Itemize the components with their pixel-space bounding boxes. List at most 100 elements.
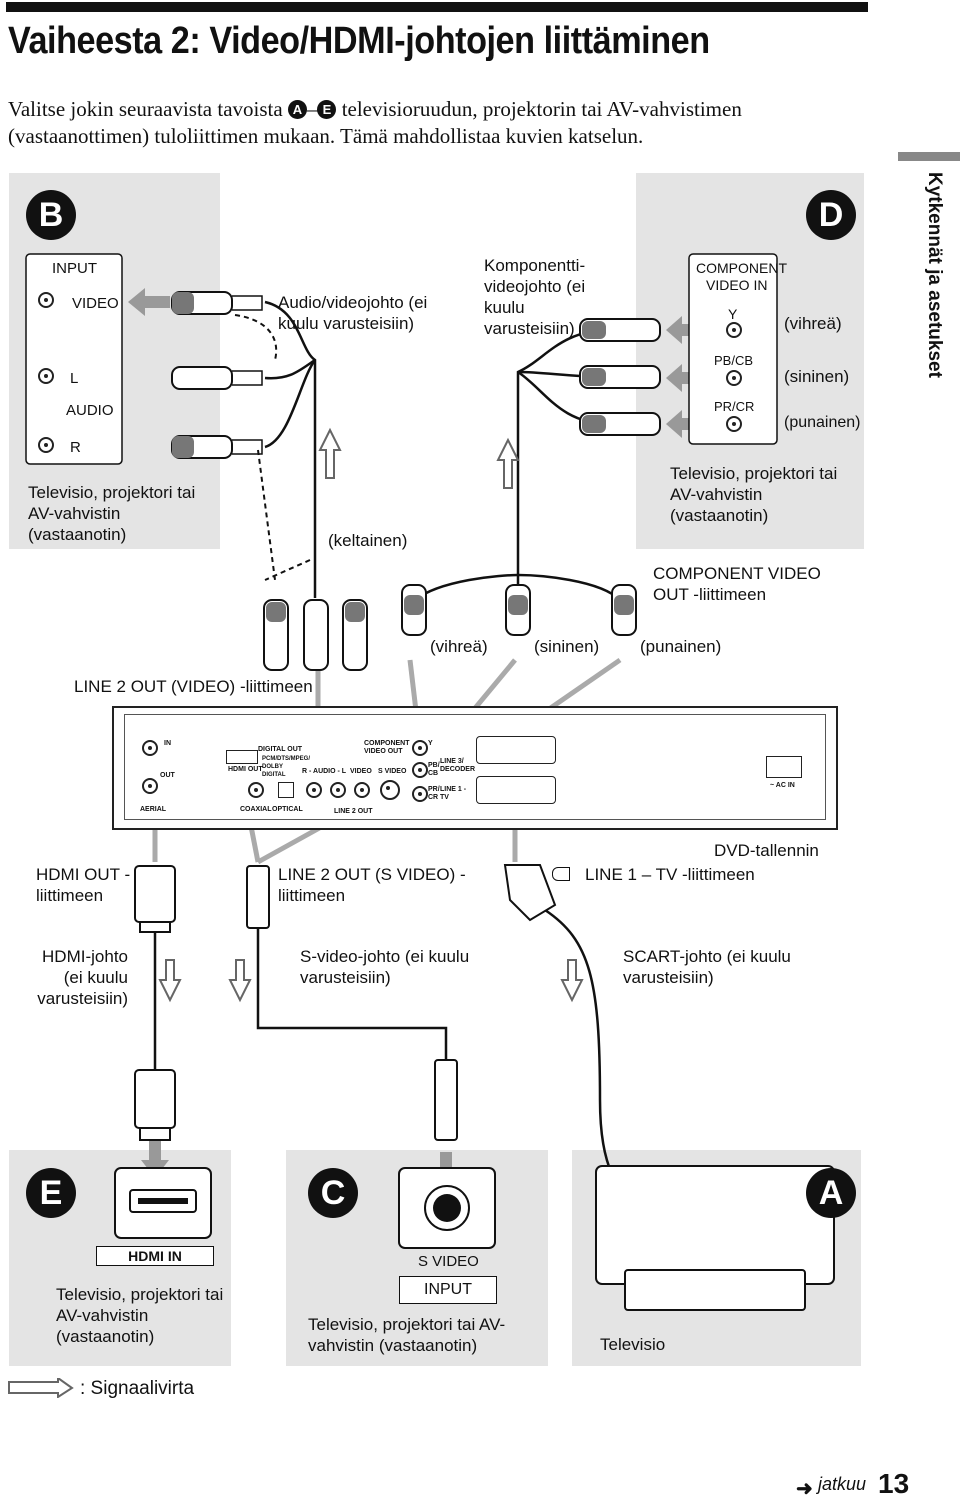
side-tab-label: Kytkennät ja asetukset <box>924 172 945 378</box>
panel-e-device: Televisio, projektori tai AV-vahvistin (… <box>56 1285 224 1346</box>
panel-b-input-label: INPUT <box>52 260 97 277</box>
intro-dash: – <box>306 97 318 121</box>
av-cable-red <box>264 359 317 449</box>
hdmi-cable-label: HDMI-johto (ei kuulu varusteisiin) <box>37 947 128 1008</box>
scart-cable-label: SCART-johto (ei kuulu varusteisiin) <box>623 947 791 987</box>
svideo-in-label: S VIDEO <box>418 1253 479 1270</box>
panel-d-y-label: Y <box>728 306 738 322</box>
hdmi-out-port[interactable] <box>226 750 258 764</box>
panel-d-video-in-label: VIDEO IN <box>706 277 768 293</box>
scart-icon <box>552 867 570 881</box>
line2-video-label: LINE 2 OUT (VIDEO) -liittimeen <box>74 677 313 696</box>
panel-b-right-label: R <box>70 439 81 456</box>
audio-r-jack <box>38 437 54 453</box>
dvd-rear-inner <box>124 714 826 820</box>
component-y-jack <box>726 322 742 338</box>
side-tab-bar <box>898 152 960 161</box>
line2-svideo-jack[interactable] <box>380 780 400 800</box>
optical-port[interactable] <box>278 782 294 798</box>
method-a-marker: A <box>287 100 307 119</box>
aerial-out-label: OUT <box>160 772 175 779</box>
panel-b-badge: B <box>26 190 76 240</box>
plug-green-label: (vihreä) <box>430 637 488 656</box>
line2-out-label: LINE 2 OUT <box>334 808 373 815</box>
aerial-in-label: IN <box>164 740 171 747</box>
svideo-cable-label: S-video-johto (ei kuulu varusteisiin) <box>300 947 470 987</box>
legend-label: : Signaalivirta <box>80 1378 195 1399</box>
panel-d-pb-label: PB/CB <box>714 353 754 368</box>
svideo-port-label: S VIDEO <box>378 768 407 775</box>
panel-d-component-label: COMPONENT <box>696 260 787 276</box>
line2-video-port-label: VIDEO <box>350 768 372 775</box>
video-in-jack <box>38 292 54 308</box>
component-out-label: COMPONENT VIDEO OUT -liittimeen <box>653 564 821 604</box>
plug-red-label: (punainen) <box>640 637 722 656</box>
page-number: 13 <box>878 1468 910 1499</box>
component-cable-label: Komponentti-videojohto (ei kuulu varuste… <box>484 256 586 338</box>
aerial-in-jack[interactable] <box>142 740 158 756</box>
line2-video-jack[interactable] <box>354 782 370 798</box>
page-title: Vaiheesta 2: Video/HDMI-johtojen liittäm… <box>8 20 710 62</box>
digital-out-label: DIGITAL OUT <box>258 746 303 753</box>
line3-label: LINE 3/ DECODER <box>440 758 476 773</box>
component-pr-jack <box>726 416 742 432</box>
panel-d-pr-label: PR/CR <box>714 399 755 414</box>
comp-pr-jack[interactable] <box>412 786 428 802</box>
panel-a-badge: A <box>806 1168 856 1218</box>
component-pb-jack <box>726 370 742 386</box>
dvd-recorder-label: DVD-tallennin <box>714 841 819 860</box>
hdmi-in-label: HDMI IN <box>96 1246 214 1266</box>
coaxial-label: COAXIAL <box>240 806 272 813</box>
line1-tv-label: LINE 1 – TV -liittimeen <box>585 865 755 884</box>
line1-port-label: LINE 1 - TV <box>440 786 467 801</box>
line1-scart-port[interactable] <box>476 776 556 804</box>
continue-label: jatkuu <box>818 1474 867 1494</box>
line2-svideo-label: LINE 2 OUT (S VIDEO) -liittimeen <box>278 865 466 905</box>
panel-d-green: (vihreä) <box>784 314 842 333</box>
line2-audio-l-jack[interactable] <box>330 782 346 798</box>
panel-c-badge: C <box>308 1168 358 1218</box>
panel-b-video-label: VIDEO <box>72 295 119 312</box>
dvd-rear-panel <box>112 706 838 830</box>
panel-b-device: Televisio, projektori tai AV-vahvistin (… <box>28 483 196 544</box>
plug-blue-label: (sininen) <box>534 637 600 656</box>
optical-label: OPTICAL <box>272 806 303 813</box>
panel-a-device: Televisio <box>600 1335 666 1354</box>
audio-lr-label: R - AUDIO - L <box>302 768 347 775</box>
av-cable-label: Audio/videojohto (ei kuulu varusteisiin) <box>278 293 428 333</box>
panel-e-badge: E <box>26 1168 76 1218</box>
coaxial-jack[interactable] <box>248 782 264 798</box>
continue-arrow-icon: ➜ <box>796 1478 813 1500</box>
intro-paragraph: Valitse jokin seuraavista tavoista A–E t… <box>8 96 858 150</box>
method-e-marker: E <box>317 100 337 119</box>
intro-after: televisioruudun, projektorin tai AV-vahv… <box>8 97 742 148</box>
audio-l-jack <box>38 368 54 384</box>
aerial-label: AERIAL <box>140 806 167 813</box>
av-cable-white <box>264 358 316 380</box>
comp-pr-port-label: PR/ CR <box>428 786 440 801</box>
panel-b-audio-label: AUDIO <box>66 402 114 419</box>
comp-y-port-label: Y <box>428 740 433 747</box>
hdmi-out-label: HDMI OUT -liittimeen <box>36 865 131 905</box>
scart-cable <box>544 908 626 1192</box>
ac-in-label: ~ AC IN <box>770 782 795 789</box>
aerial-out-jack[interactable] <box>142 778 158 794</box>
line2-audio-r-jack[interactable] <box>306 782 322 798</box>
comp-pb-jack[interactable] <box>412 762 428 778</box>
panel-c-device: Televisio, projektori tai AV-vahvistin (… <box>308 1315 506 1355</box>
panel-d-badge: D <box>806 190 856 240</box>
digital-out-sub: PCM/DTS/MPEG/ DOLBY DIGITAL <box>262 756 311 778</box>
signal-flow-arrow-icon <box>8 1378 74 1398</box>
ac-in-socket[interactable] <box>766 756 802 778</box>
panel-d-device: Televisio, projektori tai AV-vahvistin (… <box>670 464 838 525</box>
yellow-label: (keltainen) <box>328 531 408 550</box>
top-rule <box>6 2 868 12</box>
intro-before: Valitse jokin seuraavista tavoista <box>8 97 288 121</box>
component-video-out-label: COMPONENT VIDEO OUT <box>364 740 410 755</box>
comp-y-jack[interactable] <box>412 740 428 756</box>
svideo-cable <box>256 926 448 1060</box>
hdmi-out-port-label: HDMI OUT <box>228 766 263 773</box>
comp-pb-port-label: PB/ CB <box>428 762 440 777</box>
line3-scart-port[interactable] <box>476 736 556 764</box>
